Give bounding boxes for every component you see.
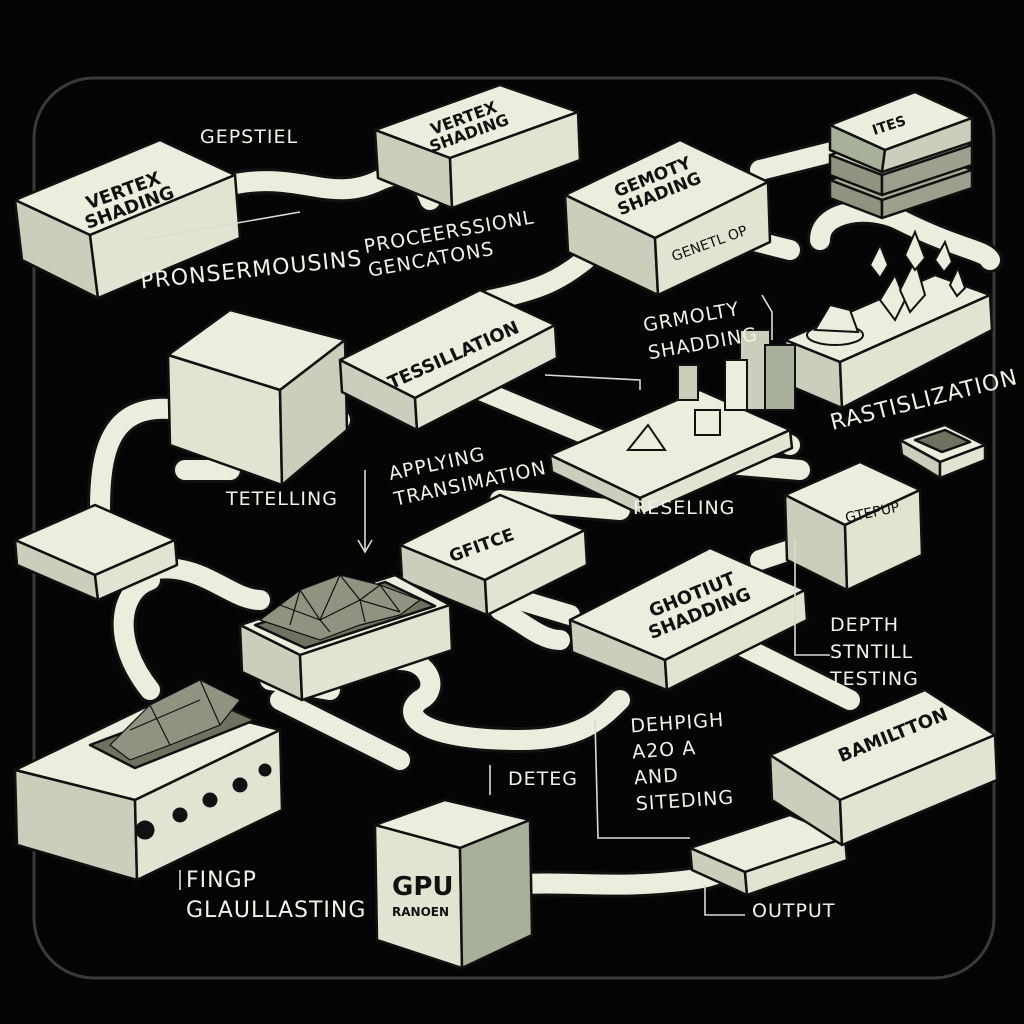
mesh-icon: [258, 573, 422, 641]
port-icons: [135, 763, 272, 840]
mesh-icon-left: [109, 679, 241, 761]
crystal-icons: [806, 229, 967, 346]
arrow-leaders: [139, 211, 830, 916]
block-tessellation-cube: [166, 308, 349, 487]
block-label-gpu: GPU: [392, 872, 454, 902]
diagram-frame: [32, 76, 996, 980]
block-output-tray: [688, 813, 849, 897]
block-central-platform: [548, 388, 794, 517]
block-base-plate: [13, 503, 179, 602]
block-small-tray: [898, 423, 987, 480]
block-ghotiut-shading: [568, 546, 809, 692]
block-ites-stack: [828, 90, 974, 220]
block-vertex-shading-left: [13, 138, 242, 300]
block-geometry-shading-top: [563, 138, 772, 297]
label-deteg: DETEG: [508, 768, 578, 790]
block-gfitce: [398, 493, 589, 617]
block-gtepup: [783, 460, 924, 592]
block-bamiltton: [768, 688, 999, 847]
building-icons: [625, 329, 796, 451]
label-dehpigh: DEHPIGH A2O A AND SITEDING: [629, 708, 735, 816]
label-output: OUTPUT: [752, 900, 836, 922]
block-label-gpu-sub: RANOEN: [392, 905, 450, 919]
label-gepstiel: GEPSTIEL: [200, 126, 299, 148]
block-vertex-shading-top: [373, 83, 582, 210]
block-tessillation: [338, 288, 559, 432]
label-fingp: FINGP GLAULLASTING: [186, 868, 367, 923]
label-depth: DEPTH STNTILL TESTING: [830, 614, 919, 690]
label-tetelling: TETELLING: [226, 488, 338, 510]
block-gpu: [373, 798, 534, 970]
label-reseling: RESELING: [633, 497, 736, 519]
